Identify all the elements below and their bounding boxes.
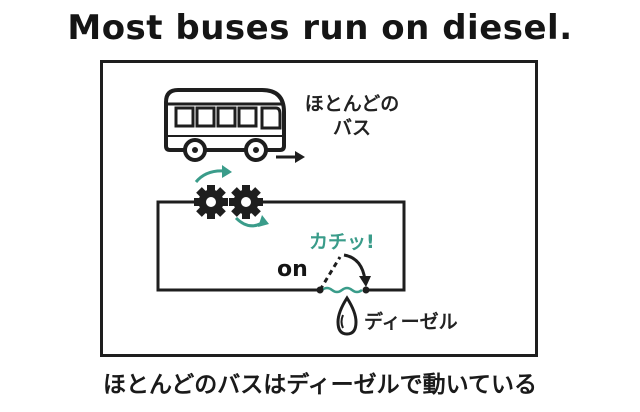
bus-icon bbox=[164, 88, 286, 162]
right-arrow-icon bbox=[276, 151, 305, 163]
fuel-label: ディーゼル bbox=[364, 311, 458, 333]
circuit-wire bbox=[156, 200, 406, 292]
page-title: Most buses run on diesel. bbox=[67, 8, 573, 48]
gear-icon bbox=[194, 185, 228, 219]
illustration-frame bbox=[100, 60, 538, 357]
gear-icon bbox=[229, 185, 263, 219]
bus-label-line1: ほとんどの bbox=[304, 93, 400, 115]
caption: ほとんどのバスはディーゼルで動いている bbox=[102, 372, 537, 398]
bus-label-line2: バス bbox=[332, 117, 371, 139]
switch-state-label: on bbox=[277, 257, 308, 282]
bus-label: ほとんどの バス bbox=[300, 92, 410, 140]
switch-sound-label: カチッ! bbox=[309, 231, 375, 253]
fuel-drop-icon bbox=[336, 295, 358, 336]
switch-icon bbox=[316, 253, 371, 294]
